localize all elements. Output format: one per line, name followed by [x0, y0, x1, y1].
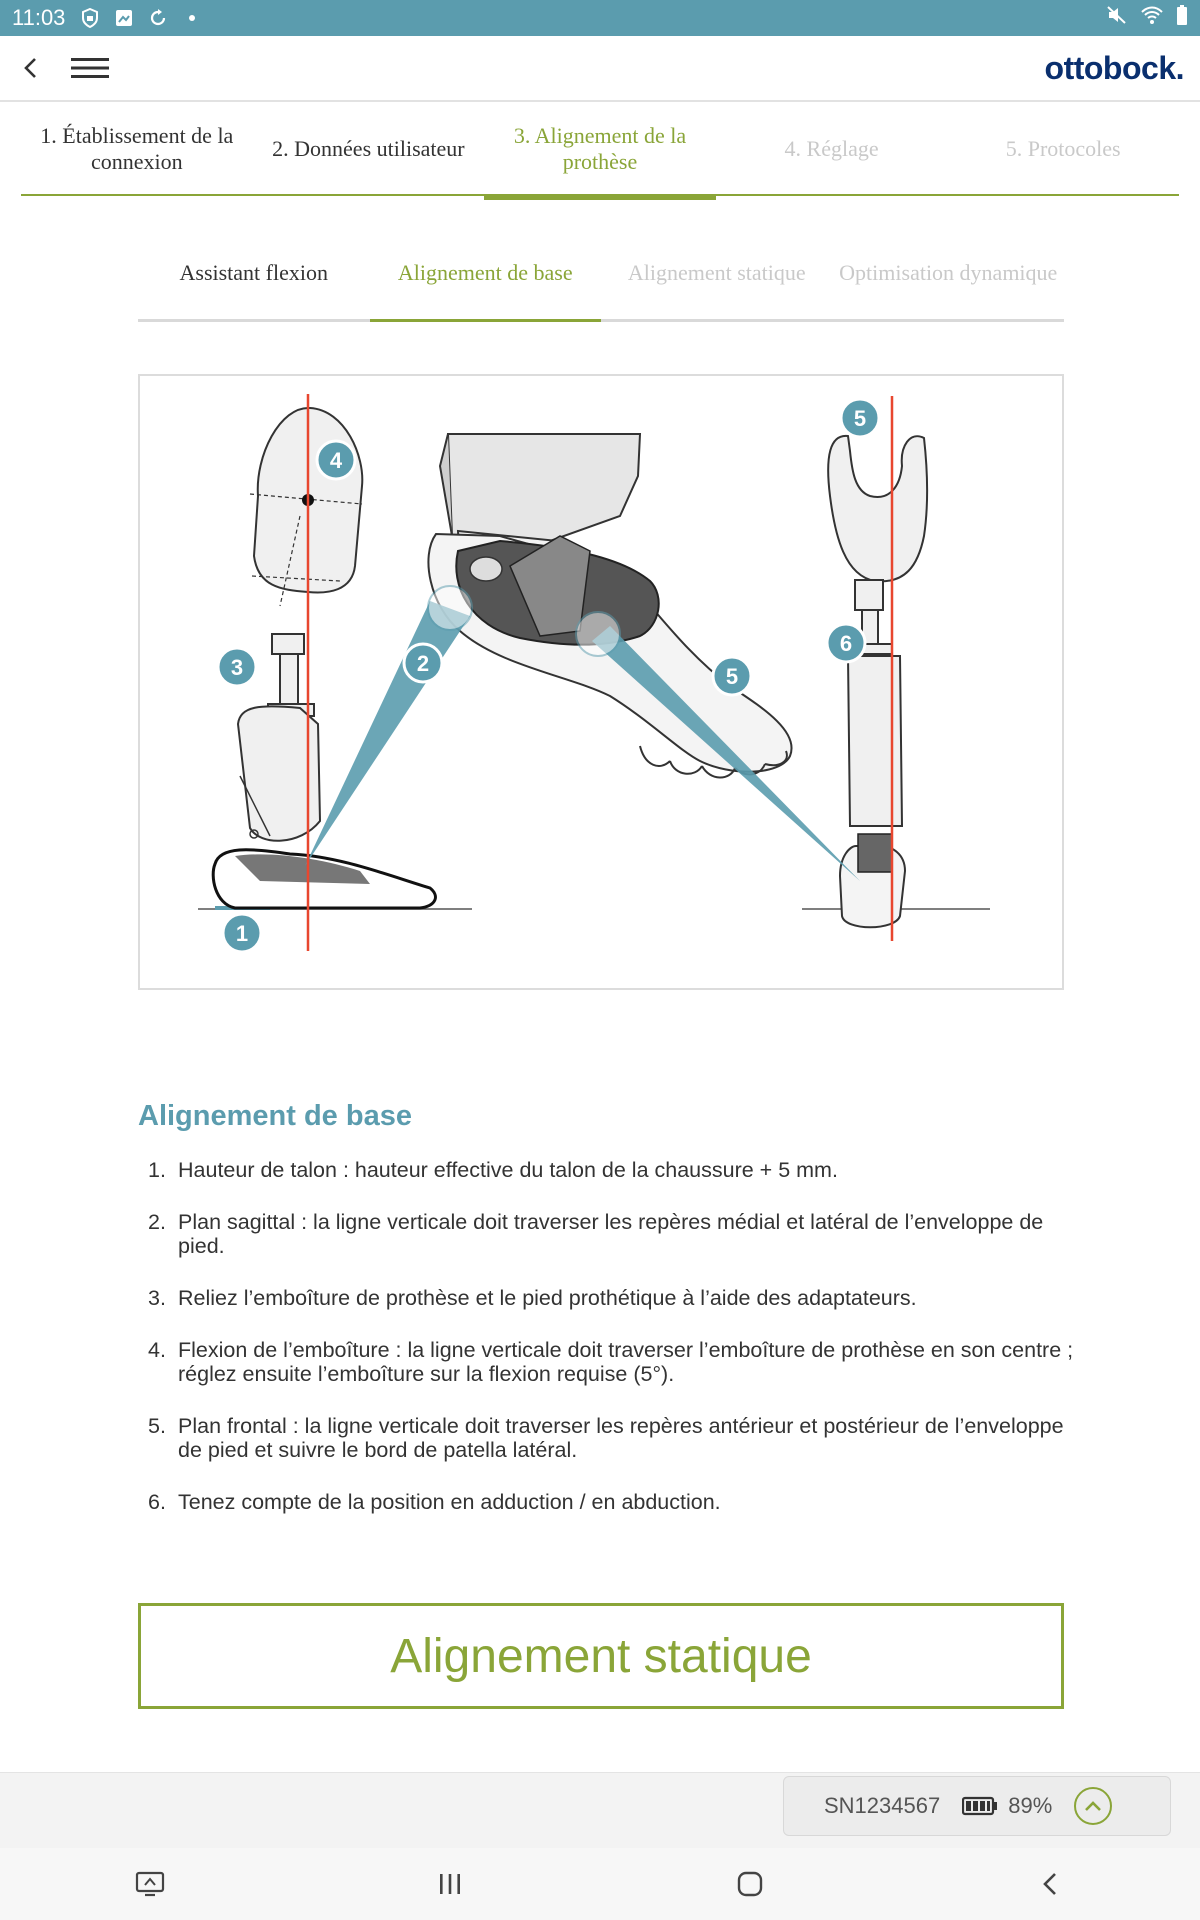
- screen-mirror-button[interactable]: [120, 1854, 180, 1914]
- static-alignment-button[interactable]: Alignement statique: [138, 1603, 1064, 1709]
- wifi-icon: [1140, 5, 1164, 31]
- svg-text:5: 5: [854, 406, 866, 431]
- frontal-prosthesis-drawing: [827, 434, 929, 929]
- battery-icon: [962, 1796, 998, 1816]
- device-status: SN1234567 89%: [783, 1776, 1171, 1836]
- list-item: 3.Reliez l’emboîture de prothèse et le p…: [148, 1286, 917, 1310]
- marker-2: 2: [402, 642, 444, 684]
- marker-1: 1: [221, 912, 263, 954]
- brand-logo: ottobock.: [1044, 49, 1185, 86]
- back-button[interactable]: [0, 35, 60, 101]
- screenshot-icon: [113, 7, 135, 29]
- marker-4: 4: [315, 439, 357, 481]
- device-serial: SN1234567: [824, 1793, 941, 1818]
- step-navigation: 1. Établissement de la connexion 2. Donn…: [21, 104, 1179, 200]
- battery-icon: [1176, 5, 1188, 31]
- marker-6: 6: [825, 622, 867, 664]
- alignment-illustration: 1 2 3 4 5 6 5: [138, 374, 1064, 990]
- chevron-up-icon: [1085, 1801, 1102, 1811]
- mute-icon: [1106, 5, 1128, 31]
- instruction-list: 1.Hauteur de talon : hauteur effective d…: [148, 1158, 1078, 1542]
- svg-text:3: 3: [231, 655, 243, 680]
- home-button[interactable]: [720, 1854, 780, 1914]
- svg-text:5: 5: [726, 664, 738, 689]
- step-settings: 4. Réglage: [784, 136, 879, 161]
- recent-apps-icon: [440, 1874, 460, 1894]
- svg-text:1: 1: [236, 921, 248, 946]
- marker-5-foot: 5: [711, 655, 753, 697]
- expand-button[interactable]: [1074, 1787, 1113, 1825]
- back-arrow-icon: [1043, 1873, 1056, 1895]
- chevron-left-icon: [24, 58, 36, 78]
- system-navigation: [0, 1848, 1200, 1920]
- recent-apps-button[interactable]: [420, 1854, 480, 1914]
- svg-text:2: 2: [417, 651, 429, 676]
- foot-shell-drawing: [427, 433, 793, 779]
- section-title: Alignement de base: [138, 1100, 412, 1132]
- battery-level: 89%: [1008, 1793, 1053, 1818]
- home-icon: [737, 1871, 763, 1897]
- prosthesis-diagram: 1 2 3 4 5 6 5: [198, 394, 990, 954]
- app-header: ottobock.: [0, 36, 1200, 102]
- tab-dynamic-optimization: Optimisation dynamique: [839, 260, 1058, 285]
- shield-icon: [79, 7, 101, 29]
- sync-icon: [147, 7, 169, 29]
- system-back-button[interactable]: [1020, 1854, 1080, 1914]
- hamburger-icon: [71, 58, 109, 78]
- status-bar: 11:03: [0, 0, 1200, 36]
- dot-icon: [181, 7, 203, 29]
- screen-mirror-icon: [135, 1871, 165, 1897]
- tab-flexion-assistant[interactable]: Assistant flexion: [179, 260, 329, 285]
- marker-5-frontal: 5: [839, 397, 881, 439]
- step-protocols: 5. Protocoles: [1005, 136, 1121, 161]
- list-item: 2.Plan sagittal : la ligne verticale doi…: [148, 1210, 1044, 1258]
- menu-button[interactable]: [60, 35, 120, 101]
- tab-base-alignment[interactable]: Alignement de base: [369, 260, 602, 322]
- svg-text:6: 6: [840, 631, 852, 656]
- list-item: 6.Tenez compte de la position en adducti…: [148, 1490, 721, 1514]
- svg-text:4: 4: [330, 448, 343, 473]
- step-user-data[interactable]: 2. Données utilisateur: [272, 136, 465, 161]
- marker-3: 3: [216, 646, 258, 688]
- list-item: 1.Hauteur de talon : hauteur effective d…: [148, 1158, 838, 1182]
- alignment-subtabs: Assistant flexion Alignement de base Ali…: [138, 260, 1064, 322]
- step-alignment[interactable]: 3. Alignement de la prothèse: [484, 104, 716, 200]
- list-item: 5.Plan frontal : la ligne verticale doit…: [148, 1414, 1064, 1462]
- list-item: 4.Flexion de l’emboîture : la ligne vert…: [148, 1338, 1074, 1386]
- step-connection[interactable]: 1. Établissement de la connexion: [40, 123, 234, 174]
- status-time: 11:03: [12, 5, 66, 30]
- tab-static-alignment: Alignement statique: [627, 260, 806, 285]
